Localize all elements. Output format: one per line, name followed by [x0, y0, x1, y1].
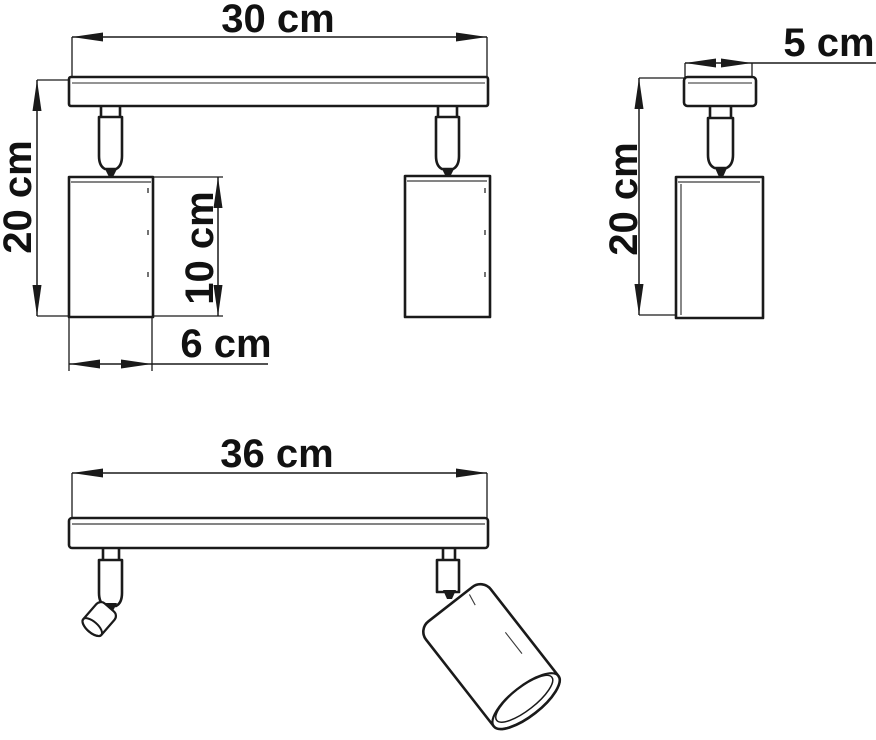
- perspective-width-label: 36 cm: [220, 432, 333, 476]
- side-height-label: 20 cm: [602, 142, 646, 255]
- spot-height-dimension: 10 cm: [153, 176, 223, 317]
- arrow-up-icon: [634, 78, 644, 109]
- cylinder-detail-line: [504, 631, 523, 654]
- front-width-dimension: 30 cm: [71, 0, 488, 77]
- front-height-dimension: 20 cm: [0, 79, 69, 317]
- arrow-right-icon: [121, 359, 152, 369]
- cylinder-detail-line: [468, 594, 476, 606]
- stem-body: [435, 558, 461, 594]
- arrow-down-icon: [32, 285, 42, 316]
- side-spot: [674, 175, 765, 320]
- left-stem-and-spot: [81, 548, 124, 638]
- swivel-joint: [443, 590, 456, 599]
- front-view: 30 cm: [0, 0, 492, 371]
- spot-width-dimension: 6 cm: [68, 318, 272, 371]
- arrow-left-icon: [72, 32, 103, 42]
- arrow-up-icon: [32, 80, 42, 111]
- stem-body: [706, 116, 735, 170]
- side-height-dimension: 20 cm: [602, 77, 684, 316]
- arrow-down-icon: [634, 284, 644, 315]
- side-stem: [706, 106, 735, 177]
- stem-body: [97, 558, 124, 608]
- ceiling-plate: [682, 75, 758, 108]
- spot-shade: [674, 175, 765, 320]
- mounting-bar: [67, 75, 490, 108]
- arrow-right-icon: [456, 32, 487, 42]
- arrow-down-icon: [213, 285, 223, 316]
- swivel-joint: [105, 169, 117, 177]
- large-spot-cylinder: [422, 582, 561, 731]
- front-width-label: 30 cm: [221, 0, 334, 41]
- arrow-right-icon: [456, 468, 487, 478]
- cylinder-body: [422, 582, 561, 731]
- arrow-right-icon: [721, 58, 752, 68]
- left-spot: [67, 175, 155, 319]
- right-spot: [403, 174, 492, 319]
- arrow-left-icon: [685, 58, 716, 68]
- side-width-label: 5 cm: [783, 21, 874, 65]
- stem-body: [434, 115, 461, 171]
- right-stem: [434, 106, 461, 177]
- perspective-view: 36 cm: [67, 432, 561, 731]
- side-width-dimension: 5 cm: [684, 21, 876, 77]
- arrow-left-icon: [72, 468, 103, 478]
- right-stem-and-spot: [422, 548, 561, 731]
- stem-body: [97, 115, 124, 171]
- swivel-joint: [715, 168, 727, 177]
- front-height-label: 20 cm: [0, 140, 40, 253]
- spot-height-label: 10 cm: [178, 191, 222, 304]
- side-view: 5 cm 20 cm: [602, 21, 876, 320]
- perspective-width-dimension: 36 cm: [71, 432, 488, 518]
- arrow-up-icon: [213, 177, 223, 208]
- arrow-left-icon: [69, 359, 100, 369]
- spot-width-label: 6 cm: [180, 322, 271, 366]
- mounting-bar: [67, 516, 490, 550]
- spot-shade: [67, 175, 155, 319]
- cylinder-open-end: [81, 617, 104, 638]
- left-stem: [97, 106, 124, 177]
- small-spot-cylinder: [81, 601, 117, 638]
- spot-shade: [403, 174, 492, 319]
